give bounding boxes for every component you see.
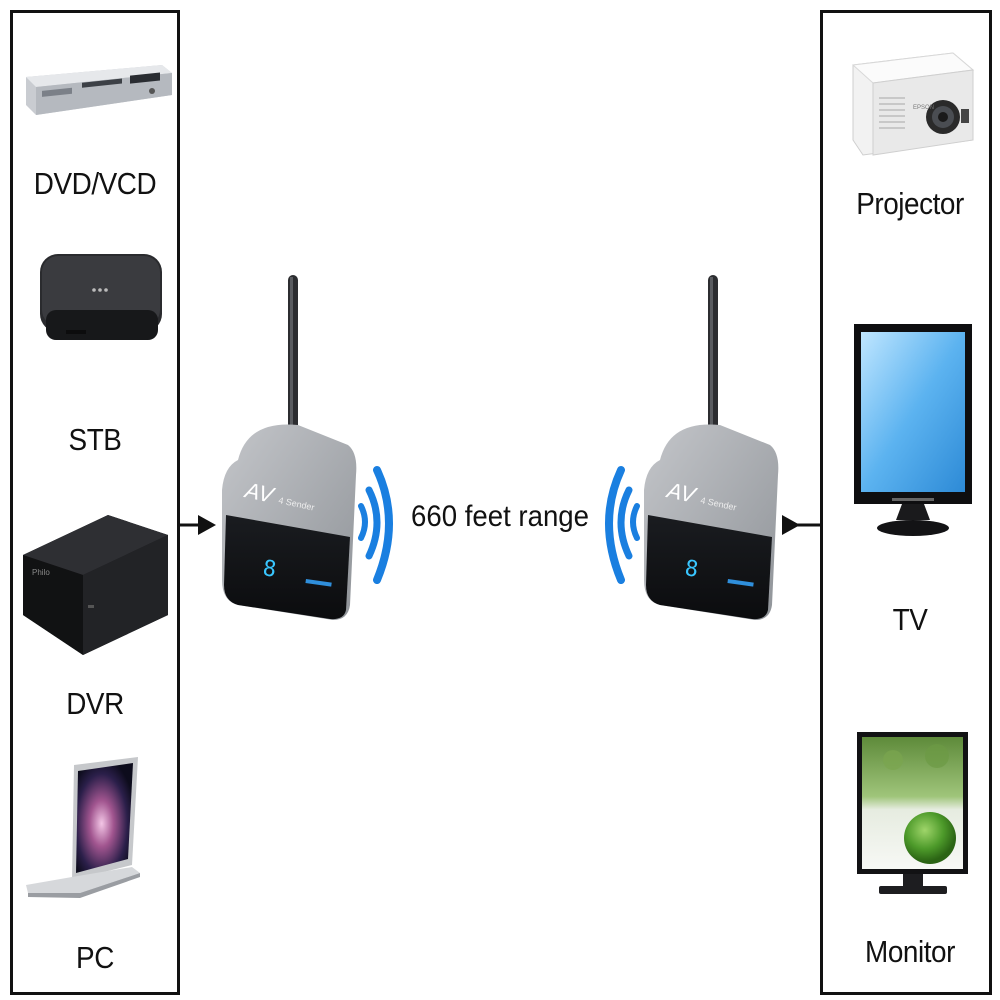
- range-label: 660 feet range: [410, 500, 590, 533]
- set-top-box-icon: [36, 250, 166, 350]
- svg-text:8: 8: [261, 556, 278, 583]
- source-label-dvd: DVD/VCD: [33, 166, 157, 201]
- svg-text:8: 8: [683, 556, 700, 583]
- source-label-stb: STB: [68, 422, 122, 457]
- svg-text:EPSON: EPSON: [913, 105, 934, 111]
- svg-text:Philo: Philo: [32, 568, 50, 577]
- av-receiver-icon: AV 4 Sender 8: [640, 275, 780, 635]
- signal-waves-rx: [598, 460, 643, 590]
- signal-waves-tx: [355, 460, 400, 590]
- laptop-icon: [22, 755, 142, 900]
- projector-icon: EPSON: [843, 45, 978, 160]
- dvd-player-icon: [22, 55, 172, 120]
- av-sender-icon: AV 4 Sender 8: [218, 275, 358, 635]
- input-arrow: [180, 510, 220, 540]
- dvr-icon: Philo: [18, 505, 173, 655]
- output-arrow: [780, 510, 822, 540]
- tv-icon: [852, 322, 974, 540]
- display-label-tv: TV: [892, 602, 928, 637]
- display-label-projector: Projector: [856, 186, 964, 221]
- source-label-pc: PC: [76, 940, 114, 975]
- display-label-monitor: Monitor: [865, 934, 955, 969]
- monitor-icon: [855, 730, 970, 900]
- source-label-dvr: DVR: [66, 686, 124, 721]
